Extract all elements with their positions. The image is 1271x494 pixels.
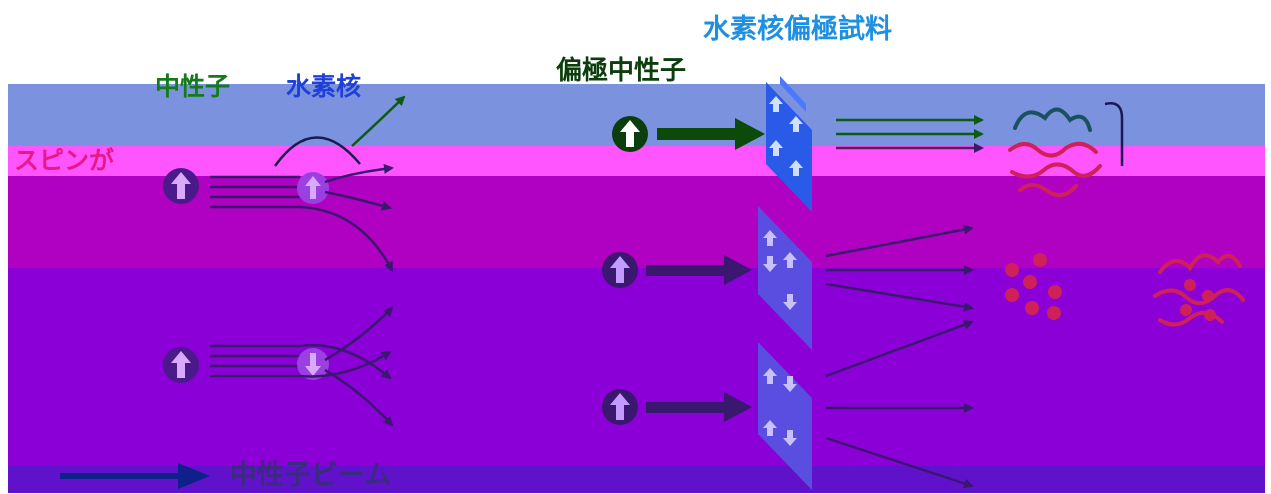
- polymer-molecule-icon: [1008, 107, 1102, 198]
- background-band: [8, 466, 1265, 493]
- output-beams-top: [836, 115, 984, 153]
- bracket-line: [1104, 102, 1124, 166]
- neutron-beam-lines: [210, 344, 300, 378]
- scatter-arrow: [324, 306, 394, 362]
- scatter-arrow: [299, 344, 392, 380]
- beam-arrow: [646, 255, 752, 285]
- polymer-molecule-icon: [1153, 253, 1245, 327]
- scatter-diagram-bottom: [163, 306, 394, 427]
- neutron-spin-up-icon: [163, 347, 199, 383]
- neutron-beam-lines: [210, 175, 300, 209]
- neutron-spin-icon: [602, 389, 638, 425]
- background-band: [8, 146, 1265, 176]
- spin-caption: スピンが: [14, 146, 115, 175]
- scatter-arrow: [324, 368, 394, 427]
- hydrogen-spin-icon: [297, 348, 329, 380]
- neutron-spin-icon: [602, 252, 638, 288]
- neutron-label: 中性子: [155, 72, 231, 101]
- polarizer-plate-bottom: [758, 342, 812, 490]
- scatter-arrow: [351, 95, 406, 147]
- beam-arrow: [646, 392, 752, 422]
- hydrogen-spin-icon: [297, 172, 329, 204]
- polarizer-plate-middle: [758, 206, 812, 350]
- scatter-arrow: [299, 205, 394, 272]
- scatter-arrow: [324, 190, 392, 211]
- polarized-neutron-label: 偏極中性子: [556, 56, 687, 86]
- background-band: [8, 176, 1265, 268]
- legend-beam-label: 中性子ビーム: [230, 460, 392, 491]
- polarized-neutron-row-bottom: [602, 389, 752, 425]
- scatter-arc: [273, 136, 361, 167]
- beam-arrow: [657, 118, 765, 150]
- scatter-arrow: [324, 163, 394, 184]
- hydrogen-dots-icon: [1180, 279, 1216, 321]
- output-beams-bottom: [825, 320, 974, 489]
- polarized-neutron-row-middle: [602, 252, 752, 288]
- output-beams-middle: [825, 224, 974, 312]
- neutron-spin-up-icon: [612, 116, 648, 152]
- scatter-diagram-top: [163, 95, 406, 272]
- hydrogen-nucleus-label: 水素核: [286, 72, 362, 101]
- legend-beam-arrow: [60, 463, 210, 489]
- neutron-spin-up-icon: [163, 168, 199, 204]
- scatter-arrow: [299, 350, 392, 378]
- sample-title: 水素核偏極試料: [703, 14, 892, 45]
- hydrogen-dots-icon: [1005, 253, 1062, 320]
- polarized-neutron-row-top: [612, 116, 765, 152]
- polarizer-plate-top: [766, 76, 812, 212]
